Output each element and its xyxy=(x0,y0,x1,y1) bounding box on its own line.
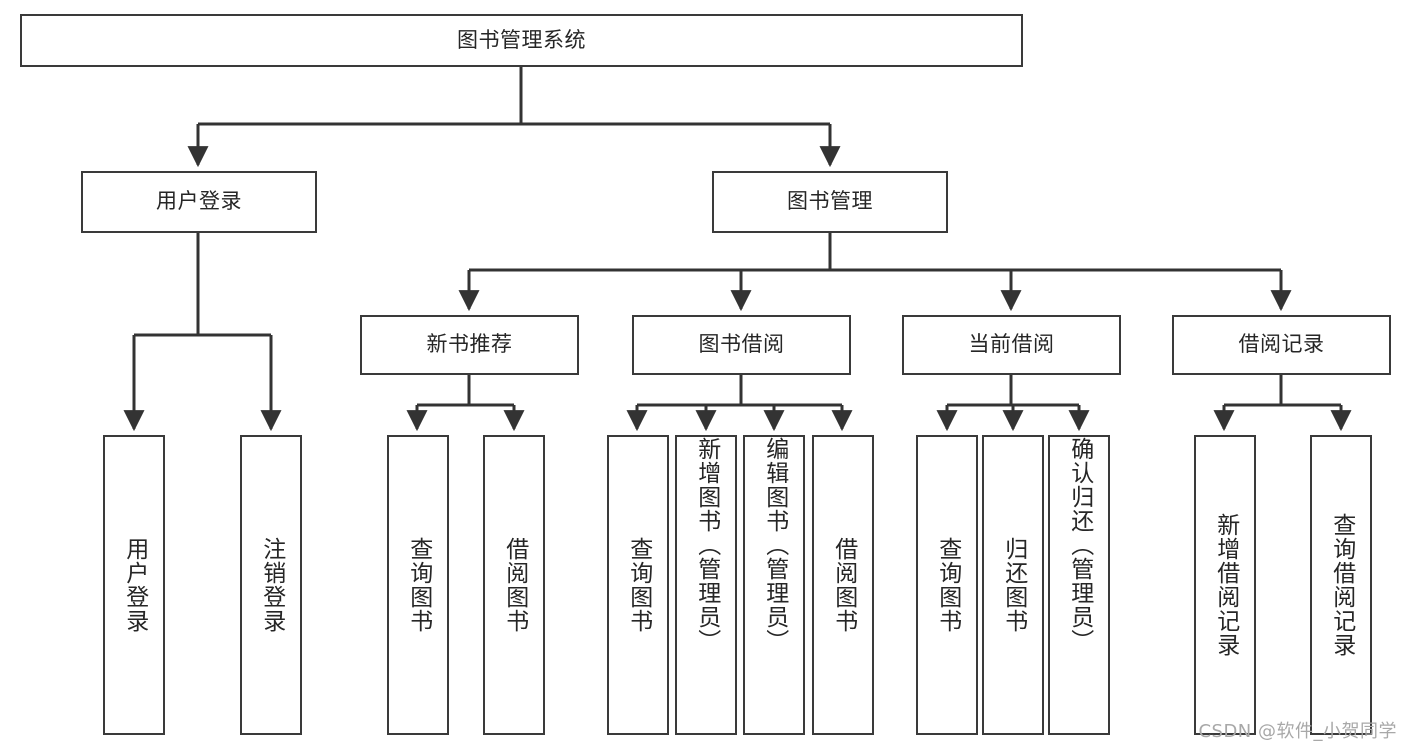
leaf-logout-label: 注销登录 xyxy=(258,537,285,633)
node-user-login-label: 用户登录 xyxy=(156,189,242,214)
leaf-query-borrow-record-label: 查询借阅记录 xyxy=(1328,513,1355,657)
leaf-edit-book-admin[interactable]: 编辑图书（管理员） xyxy=(743,435,805,735)
node-book-management[interactable]: 图书管理 xyxy=(712,171,948,233)
leaf-return-book[interactable]: 归还图书 xyxy=(982,435,1044,735)
leaf-user-login[interactable]: 用户登录 xyxy=(103,435,165,735)
node-book-borrow-label: 图书借阅 xyxy=(698,332,785,357)
leaf-query-book-new-label: 查询图书 xyxy=(405,537,432,633)
leaf-edit-book-admin-label: 编辑图书（管理员） xyxy=(761,437,788,653)
node-current-borrow-label: 当前借阅 xyxy=(968,332,1055,357)
node-book-borrow[interactable]: 图书借阅 xyxy=(632,315,851,375)
leaf-borrow-book-label: 借阅图书 xyxy=(830,537,857,633)
leaf-query-book-borrow-label: 查询图书 xyxy=(625,537,652,633)
leaf-confirm-return-admin[interactable]: 确认归还（管理员） xyxy=(1048,435,1110,735)
node-borrow-record[interactable]: 借阅记录 xyxy=(1172,315,1391,375)
node-root-label: 图书管理系统 xyxy=(457,27,586,52)
leaf-borrow-book-new[interactable]: 借阅图书 xyxy=(483,435,545,735)
node-user-login[interactable]: 用户登录 xyxy=(81,171,317,233)
leaf-borrow-book[interactable]: 借阅图书 xyxy=(812,435,874,735)
node-root[interactable]: 图书管理系统 xyxy=(20,14,1023,67)
leaf-add-book-admin-label: 新增图书（管理员） xyxy=(693,437,720,653)
leaf-add-borrow-record-label: 新增借阅记录 xyxy=(1212,513,1239,657)
leaf-borrow-book-new-label: 借阅图书 xyxy=(501,537,528,633)
leaf-query-book-current-label: 查询图书 xyxy=(934,537,961,633)
leaf-return-book-label: 归还图书 xyxy=(1000,537,1027,633)
leaf-logout[interactable]: 注销登录 xyxy=(240,435,302,735)
node-new-book-recommend-label: 新书推荐 xyxy=(426,332,513,357)
node-new-book-recommend[interactable]: 新书推荐 xyxy=(360,315,579,375)
leaf-user-login-label: 用户登录 xyxy=(121,537,148,633)
leaf-add-borrow-record[interactable]: 新增借阅记录 xyxy=(1194,435,1256,735)
node-current-borrow[interactable]: 当前借阅 xyxy=(902,315,1121,375)
leaf-confirm-return-admin-label: 确认归还（管理员） xyxy=(1066,437,1093,653)
leaf-add-book-admin[interactable]: 新增图书（管理员） xyxy=(675,435,737,735)
leaf-query-book-borrow[interactable]: 查询图书 xyxy=(607,435,669,735)
leaf-query-book-current[interactable]: 查询图书 xyxy=(916,435,978,735)
leaf-query-borrow-record[interactable]: 查询借阅记录 xyxy=(1310,435,1372,735)
node-borrow-record-label: 借阅记录 xyxy=(1238,332,1325,357)
node-book-management-label: 图书管理 xyxy=(787,189,873,214)
leaf-query-book-new[interactable]: 查询图书 xyxy=(387,435,449,735)
